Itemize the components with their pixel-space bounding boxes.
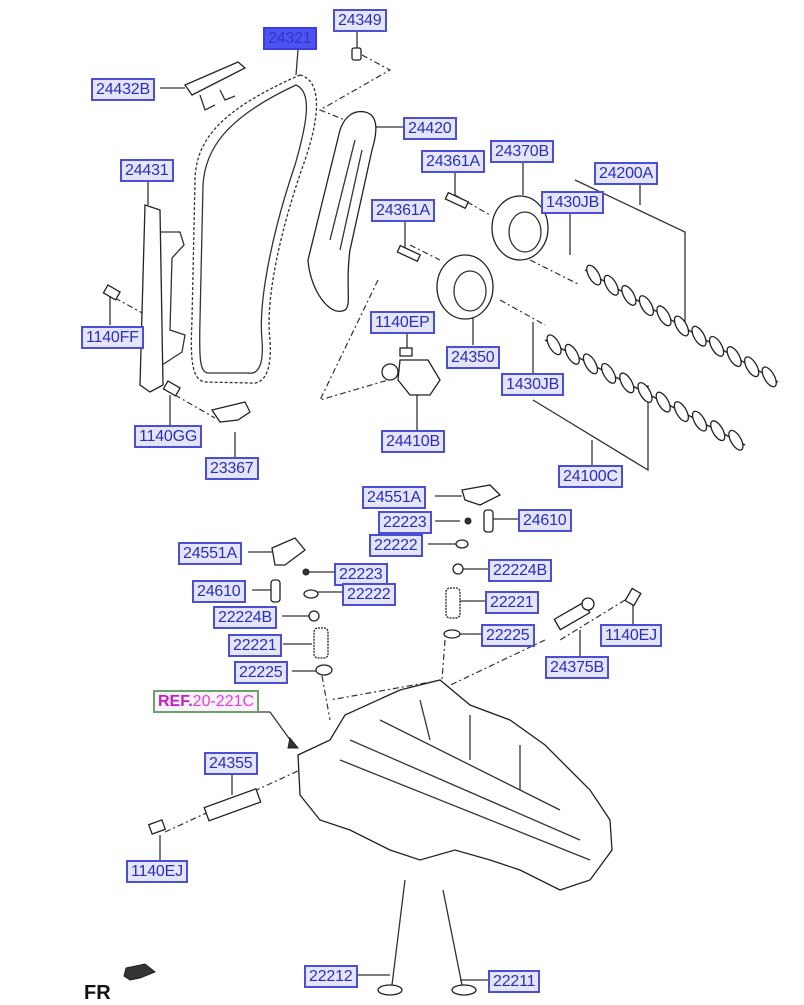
cam-lobe <box>603 274 619 296</box>
part-label-22222[interactable]: 22222 <box>369 534 423 557</box>
part-label-24551A[interactable]: 24551A <box>362 486 426 509</box>
part-label-24361A-lower[interactable]: 24361A <box>371 199 435 222</box>
cam-lobe <box>691 325 707 347</box>
timing-chain-drawing <box>190 74 318 384</box>
ref-arrow-head <box>287 736 300 749</box>
part-label-24355[interactable]: 24355 <box>204 752 258 775</box>
part-label-22211[interactable]: 22211 <box>488 970 541 993</box>
part-label-24200A[interactable]: 24200A <box>594 162 658 185</box>
part-label-1430JB-lower[interactable]: 1430JB <box>501 373 565 396</box>
cam-lobe <box>655 391 671 413</box>
part-label-22223[interactable]: 22223 <box>378 511 432 534</box>
part-label-1140FF[interactable]: 1140FF <box>81 326 144 349</box>
valves <box>377 879 477 996</box>
cam-lobe <box>586 264 602 286</box>
upper-chain-guide <box>184 61 247 111</box>
hydraulic-tensioner <box>381 359 441 396</box>
part-label-24420[interactable]: 24420 <box>403 117 457 140</box>
cam-lobe <box>564 343 580 365</box>
cam-sprockets <box>436 195 549 320</box>
valve-train-parts <box>270 484 502 676</box>
front-direction-label: FR <box>84 982 111 1004</box>
oil-control-valve <box>553 597 595 631</box>
part-label-24410B[interactable]: 24410B <box>381 430 445 453</box>
part-label-24431[interactable]: 24431 <box>120 159 174 182</box>
camshafts <box>544 264 779 451</box>
reference-link[interactable]: REF.20-221C <box>153 690 260 713</box>
cam-lobe <box>546 334 562 356</box>
part-label-22225-left[interactable]: 22225 <box>234 661 288 684</box>
part-label-24375B[interactable]: 24375B <box>545 656 609 679</box>
part-label-1140EP[interactable]: 1140EP <box>370 311 435 334</box>
part-label-1140GG[interactable]: 1140GG <box>134 425 203 448</box>
cam-lobe <box>708 335 725 357</box>
cam-lobe <box>619 372 635 394</box>
reference-code: 20-221C <box>192 693 255 710</box>
part-label-24350[interactable]: 24350 <box>446 346 500 369</box>
cam-lobe <box>726 346 742 368</box>
cam-lobe <box>761 366 777 388</box>
part-label-22222-left[interactable]: 22222 <box>342 583 396 606</box>
cam-lobe <box>673 315 690 337</box>
part-label-1140EJ[interactable]: 1140EJ <box>600 624 662 647</box>
cam-lobe <box>710 420 726 442</box>
part-label-24610[interactable]: 24610 <box>518 509 572 532</box>
part-label-22221[interactable]: 22221 <box>485 591 539 614</box>
part-label-22224B[interactable]: 22224B <box>488 559 552 582</box>
cam-lobe <box>621 284 637 306</box>
part-label-24370B[interactable]: 24370B <box>490 140 554 163</box>
cam-lobe <box>600 362 617 384</box>
part-label-1140EJ-left[interactable]: 1140EJ <box>126 860 188 883</box>
bolts-left <box>102 191 642 835</box>
part-label-22225[interactable]: 22225 <box>481 624 535 647</box>
cam-lobe <box>582 353 599 375</box>
reference-prefix: REF. <box>158 693 193 710</box>
tensioner-arm <box>307 110 377 312</box>
part-label-24361A[interactable]: 24361A <box>421 150 485 173</box>
cam-lobe <box>744 356 760 378</box>
part-label-22212[interactable]: 22212 <box>304 965 358 988</box>
oil-control-valve-24355 <box>203 788 262 822</box>
cam-lobe <box>638 295 655 317</box>
cam-lobe <box>673 401 690 423</box>
chain-guide-24431 <box>139 204 186 393</box>
cylinder-head-drawing <box>297 679 613 891</box>
part-label-24432B[interactable]: 24432B <box>91 78 155 101</box>
cam-lobe <box>728 429 744 451</box>
part-label-1430JB[interactable]: 1430JB <box>541 191 605 214</box>
part-label-22224B-left[interactable]: 22224B <box>213 606 277 629</box>
part-label-24610-left[interactable]: 24610 <box>192 580 246 603</box>
cam-lobe <box>691 410 708 432</box>
cam-lobe <box>656 305 672 327</box>
cam-lobe <box>637 382 653 403</box>
part-label-24321-selected[interactable]: 24321 <box>263 27 317 50</box>
bolt-24349 <box>351 47 362 61</box>
part-label-22221-left[interactable]: 22221 <box>228 634 282 657</box>
part-label-24100C[interactable]: 24100C <box>558 465 623 488</box>
part-label-24551A-left[interactable]: 24551A <box>178 542 242 565</box>
front-direction-arrow-icon <box>123 963 156 981</box>
part-label-23367[interactable]: 23367 <box>205 457 259 480</box>
part-label-24349[interactable]: 24349 <box>333 9 387 32</box>
